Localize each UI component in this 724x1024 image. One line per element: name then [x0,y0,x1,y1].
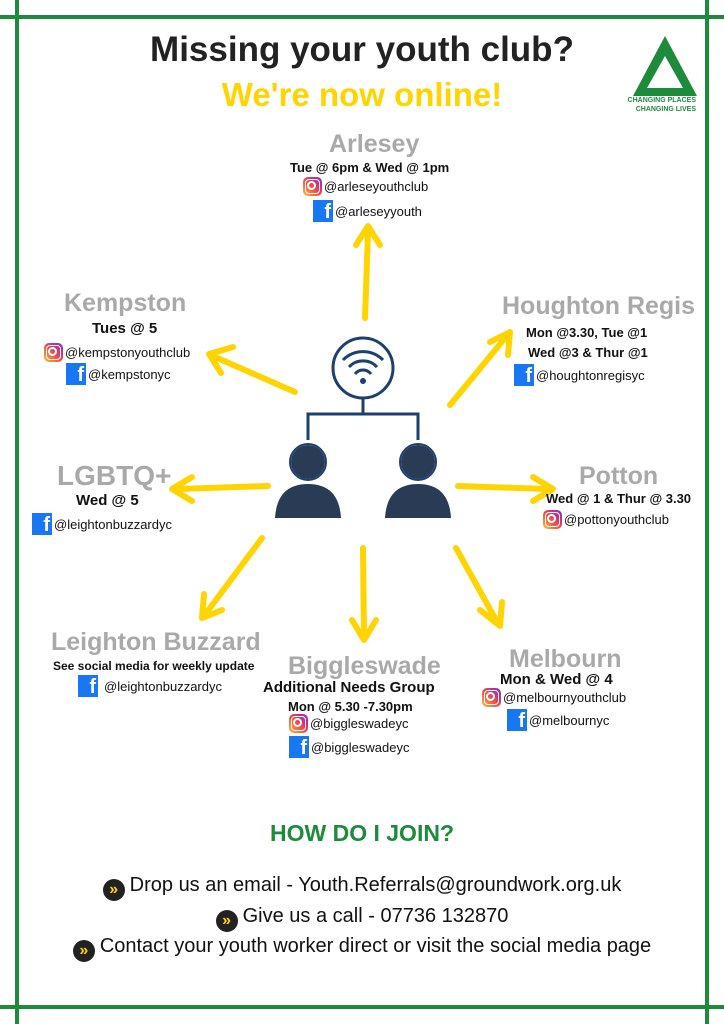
instagram-icon [482,688,501,707]
club-name-potton: Potton [579,462,659,490]
join-call-line: »Give us a call - 07736 132870 [0,905,724,932]
club-times-potton: Wed @ 1 & Thur @ 3.30 [546,491,692,506]
frame-top [0,15,724,19]
club-times-kempston: Tues @ 5 [92,320,158,337]
double-chevron-icon: » [215,910,238,932]
club-times-lgbtq: Wed @ 5 [76,492,139,509]
facebook-handle: @leightonbuzzardyc [104,678,222,694]
join-contact-line: »Contact your youth worker direct or vis… [0,935,724,962]
club-times-houghton-1: Mon @3.30, Tue @1 [526,325,648,340]
facebook-handle: @leightonbuzzardyc [54,516,172,532]
facebook-handle: @arleseyyouth [335,203,422,219]
club-times-leighton: See social media for weekly update [53,659,255,673]
club-group-biggleswade: Additional Needs Group [263,679,435,696]
instagram-link-biggleswade[interactable]: @biggleswadeyc [289,714,408,733]
facebook-link-biggleswade[interactable]: f @biggleswadeyc [289,736,409,758]
facebook-icon: f [78,675,98,697]
people-icon [275,445,451,518]
instagram-handle: @pottonyouthclub [564,512,669,527]
club-times-melbourn: Mon & Wed @ 4 [500,671,613,688]
instagram-icon [44,343,63,362]
facebook-icon: f [507,709,527,731]
poster-subtitle: We're now online! [221,76,503,113]
club-times-houghton-2: Wed @3 & Thur @1 [528,345,648,360]
instagram-link-arlesey[interactable]: @arleseyouthclub [303,177,428,196]
double-chevron-icon: » [72,940,95,962]
facebook-icon: f [289,736,309,758]
facebook-link-lgbtq[interactable]: f @leightonbuzzardyc [32,513,172,535]
facebook-handle: @biggleswadeyc [311,739,410,755]
instagram-icon [289,714,308,733]
facebook-handle: @melbournyc [529,712,610,728]
facebook-icon: f [66,363,86,385]
frame-right [705,0,709,1024]
club-name-leighton-buzzard: Leighton Buzzard [51,628,261,656]
facebook-handle: @houghtonregisyc [536,367,645,383]
club-name-kempston: Kempston [64,289,187,317]
instagram-handle: @biggleswadeyc [310,716,409,731]
poster-title: Missing your youth club? [150,30,574,69]
join-call-text[interactable]: Give us a call - 07736 132870 [242,905,509,927]
join-email-text[interactable]: Drop us an email - Youth.Referrals@groun… [129,874,622,896]
how-to-join-heading: HOW DO I JOIN? [270,820,454,846]
facebook-icon: f [32,513,52,535]
groundwork-logo [633,36,697,96]
facebook-icon: f [514,364,534,386]
logo-tagline-1: CHANGING PLACES [627,97,696,104]
facebook-link-melbourn[interactable]: f @melbournyc [507,709,609,731]
club-name-arlesey: Arlesey [329,130,420,158]
instagram-link-potton[interactable]: @pottonyouthclub [543,510,669,529]
join-contact-text: Contact your youth worker direct or visi… [99,935,652,957]
instagram-icon [543,510,562,529]
facebook-link-houghton[interactable]: f @houghtonregisyc [514,364,645,386]
facebook-link-arlesey[interactable]: f @arleseyyouth [313,200,422,222]
instagram-handle: @arleseyouthclub [324,179,429,194]
facebook-handle: @kempstonyc [88,366,171,382]
frame-bottom [0,1005,724,1009]
club-name-houghton-regis: Houghton Regis [502,292,696,320]
facebook-icon: f [313,200,333,222]
club-name-lgbtq: LGBTQ+ [57,460,172,491]
logo-tagline-2: CHANGING LIVES [635,106,696,113]
join-email-line: »Drop us an email - Youth.Referrals@grou… [0,874,724,901]
frame-left [15,0,19,1024]
instagram-handle: @kempstonyouthclub [65,345,191,360]
club-name-melbourn: Melbourn [509,645,622,673]
club-name-biggleswade: Biggleswade [288,652,441,680]
club-times-biggleswade: Mon @ 5.30 -7.30pm [288,699,413,714]
double-chevron-icon: » [102,879,125,901]
instagram-link-kempston[interactable]: @kempstonyouthclub [44,343,190,362]
facebook-link-leighton[interactable]: f @leightonbuzzardyc [78,675,222,697]
instagram-link-melbourn[interactable]: @melbournyouthclub [482,688,626,707]
club-times-arlesey: Tue @ 6pm & Wed @ 1pm [290,160,450,175]
instagram-handle: @melbournyouthclub [503,690,627,705]
wifi-icon [331,336,395,400]
instagram-icon [303,177,322,196]
facebook-link-kempston[interactable]: f @kempstonyc [66,363,171,385]
